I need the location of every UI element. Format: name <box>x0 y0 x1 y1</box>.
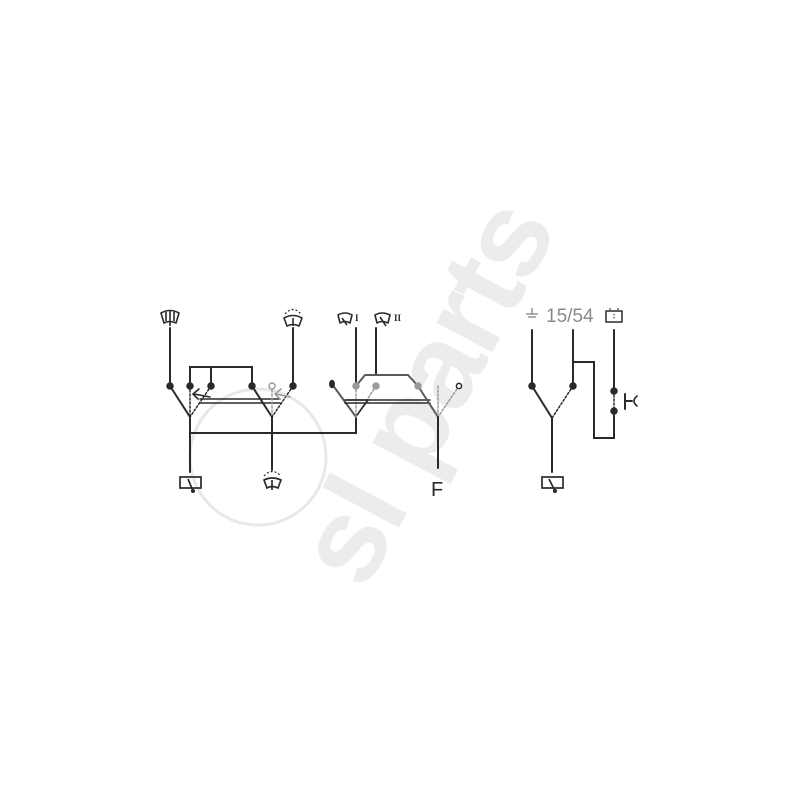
switch1-arrow <box>193 393 211 398</box>
wire-15-54-loop <box>572 361 615 439</box>
rear-washer-icon <box>283 308 303 327</box>
node <box>166 382 174 390</box>
ground-icon <box>526 308 538 318</box>
switch1-arm-dashed-b <box>189 385 212 418</box>
node <box>329 379 335 389</box>
wire-bracket <box>189 366 253 387</box>
node <box>372 382 380 390</box>
speed-1-label: I <box>355 313 359 323</box>
switch4-arm-dashed-b <box>437 385 460 418</box>
node <box>186 382 194 390</box>
switch5-arm-dashed <box>551 385 574 419</box>
bottom-symbols: F <box>179 470 564 501</box>
node <box>610 387 618 395</box>
node <box>528 382 536 390</box>
wiper-speed-1-icon <box>337 312 353 326</box>
node <box>207 382 215 390</box>
node <box>455 382 463 390</box>
switch2-arm-dashed-b <box>271 385 294 418</box>
switch2-arm-solid <box>251 385 273 418</box>
node <box>352 382 360 390</box>
node <box>248 382 256 390</box>
watermark-text: sl parts <box>269 179 580 605</box>
rear-wiper-icon <box>160 309 180 326</box>
pushbutton-head <box>633 395 638 407</box>
switch1-arm-solid <box>169 385 191 418</box>
battery-icon <box>605 308 623 323</box>
switch2-arrowhead <box>273 388 282 400</box>
terminal-15-54-label: 15/54 <box>546 306 594 327</box>
junction-nodes <box>166 379 618 415</box>
switch1-arrowhead <box>191 388 200 400</box>
top-symbols: I II 15/54 <box>160 306 623 327</box>
watermark: sl parts <box>188 179 580 605</box>
switch2-arrow <box>275 393 291 398</box>
switch-lever-right-icon <box>541 476 564 494</box>
node <box>268 382 276 390</box>
wire-speed-bridge <box>355 374 419 387</box>
node <box>610 407 618 415</box>
switch4-arm-solid <box>417 385 439 418</box>
wiper-speed-2-icon <box>374 312 391 327</box>
node <box>289 382 297 390</box>
node <box>414 382 422 390</box>
switch3-arm-solid <box>331 383 357 418</box>
switch5-arm-solid <box>531 385 553 419</box>
speed-2-label: II <box>394 313 402 323</box>
node <box>569 382 577 390</box>
terminal-f-label: F <box>431 479 443 501</box>
switch-lever-left-icon <box>179 476 202 494</box>
front-washer-icon <box>262 470 283 490</box>
wire-common-bus <box>189 416 357 434</box>
